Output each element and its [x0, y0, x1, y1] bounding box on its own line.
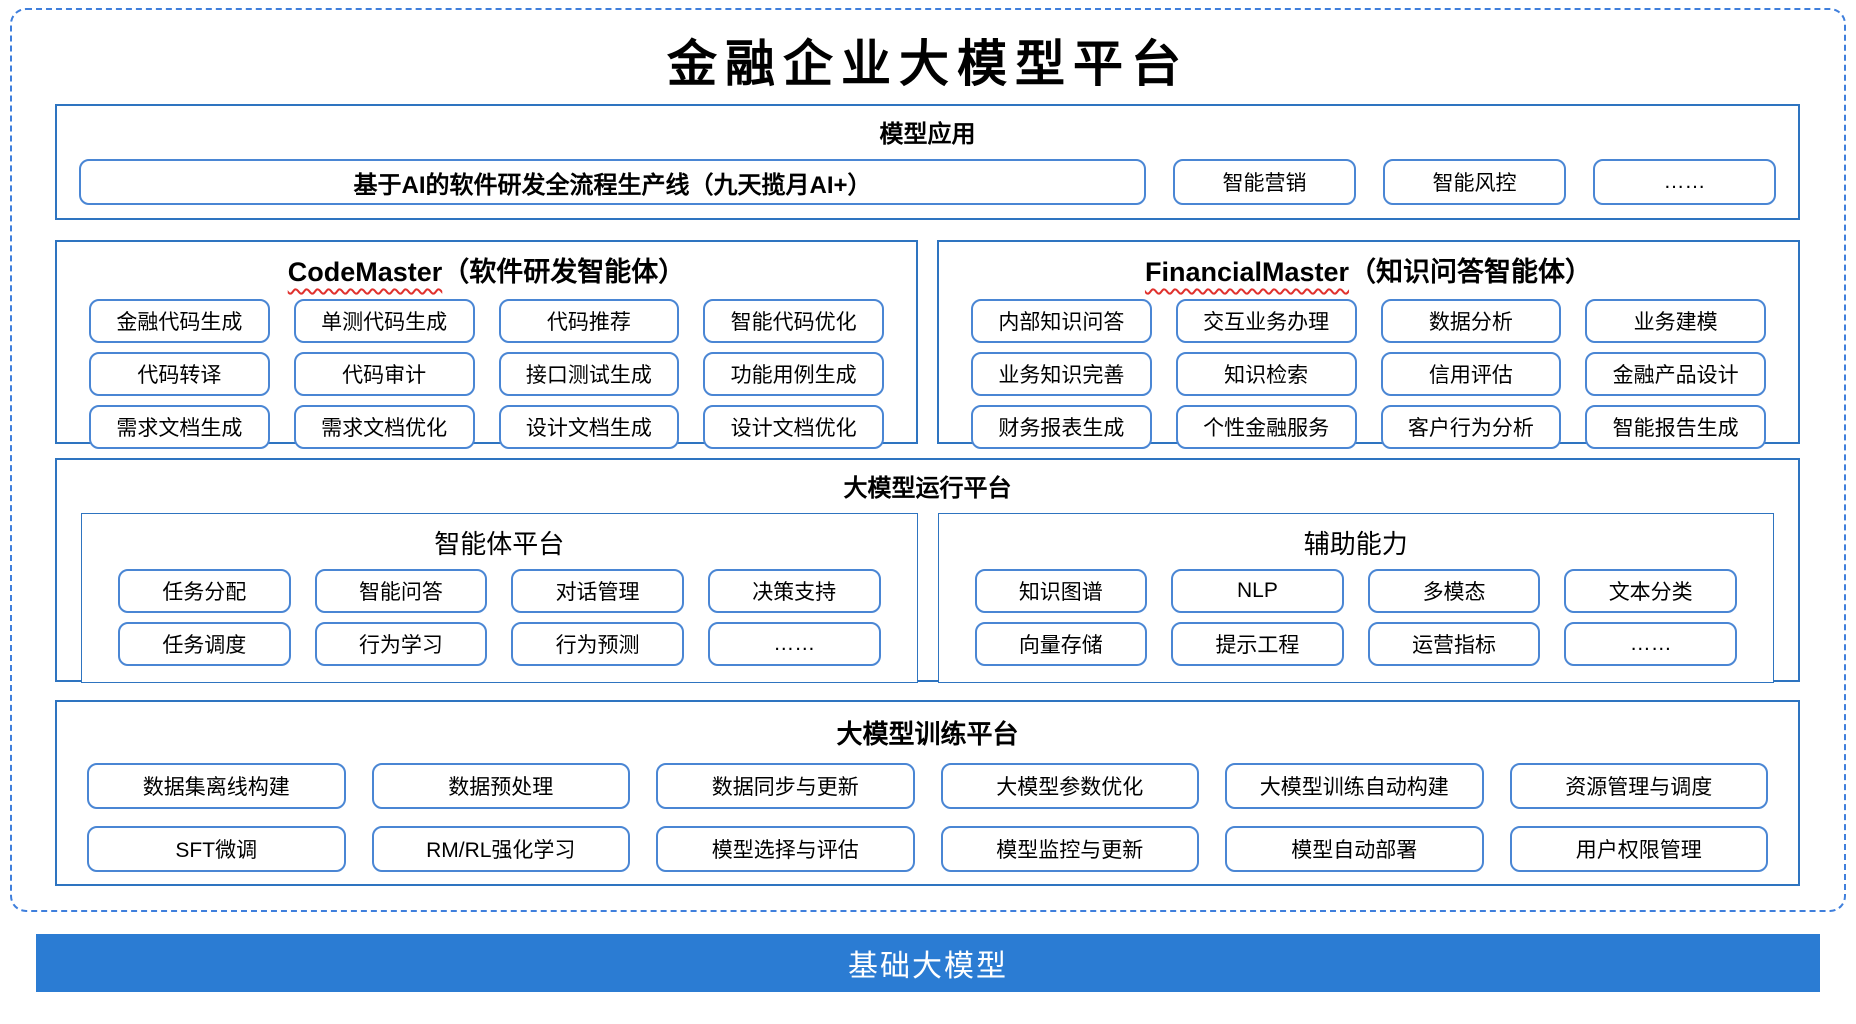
- feature-box: 行为预测: [511, 622, 684, 666]
- codemaster-pill-grid: 金融代码生成单测代码生成代码推荐智能代码优化代码转译代码审计接口测试生成功能用例…: [57, 297, 916, 463]
- feature-box: 金融产品设计: [1585, 352, 1766, 396]
- feature-box: 数据预处理: [371, 763, 630, 809]
- section-runtime-platform: 大模型运行平台 智能体平台 任务分配智能问答对话管理决策支持任务调度行为学习行为…: [55, 458, 1800, 683]
- agent-platform-header: 智能体平台: [434, 529, 565, 559]
- feature-box: 需求文档优化: [293, 405, 475, 449]
- feature-box: 智能风控: [1383, 159, 1566, 205]
- model-app-pill-list: 智能营销智能风控 ……: [1173, 159, 1776, 205]
- feature-box: 个性金融服务: [1175, 405, 1357, 449]
- runtime-sub-row: 智能体平台 任务分配智能问答对话管理决策支持任务调度行为学习行为预测 …… 辅助能…: [57, 503, 1798, 699]
- feature-box: NLP: [1171, 569, 1344, 613]
- runtime-platform-header: 大模型运行平台: [843, 475, 1012, 502]
- feature-box: 接口测试生成: [498, 352, 680, 396]
- feature-box: 客户行为分析: [1380, 405, 1562, 449]
- feature-box: 决策支持: [707, 569, 881, 613]
- subsection-agent-platform: 智能体平台 任务分配智能问答对话管理决策支持任务调度行为学习行为预测 ……: [81, 513, 918, 683]
- feature-box: 多模态: [1367, 569, 1541, 613]
- feature-box: 任务调度: [118, 622, 291, 666]
- feature-box: 模型自动部署: [1225, 826, 1484, 872]
- feature-box: 数据分析: [1380, 299, 1562, 343]
- auxiliary-pill-grid: 知识图谱 NLP 多模态文本分类向量存储提示工程运营指标 ……: [939, 567, 1774, 682]
- feature-box: ……: [1564, 622, 1737, 666]
- section-training-platform: 大模型训练平台 数据集离线构建数据预处理数据同步与更新大模型参数优化大模型训练自…: [55, 700, 1800, 886]
- feature-box: 代码审计: [293, 352, 475, 396]
- training-platform-header: 大模型训练平台: [836, 719, 1019, 749]
- feature-box: 内部知识问答: [971, 299, 1152, 343]
- agent-platform-pill-grid: 任务分配智能问答对话管理决策支持任务调度行为学习行为预测 ……: [82, 567, 917, 682]
- feature-box: 任务分配: [118, 569, 291, 613]
- feature-box: 设计文档优化: [703, 405, 884, 449]
- codemaster-title-cn: （软件研发智能体）: [442, 257, 686, 287]
- feature-box: 智能报告生成: [1585, 405, 1766, 449]
- section-model-applications: 模型应用 基于AI的软件研发全流程生产线（九天揽月AI+） 智能营销智能风控 ……: [55, 104, 1800, 220]
- feature-box: ……: [1593, 159, 1776, 205]
- feature-box: 智能代码优化: [703, 299, 884, 343]
- feature-box: 数据集离线构建: [87, 763, 346, 809]
- section-codemaster: CodeMaster（软件研发智能体） 金融代码生成单测代码生成代码推荐智能代码…: [55, 240, 918, 449]
- feature-box: 对话管理: [511, 569, 684, 613]
- financialmaster-title-en: FinancialMaster: [1144, 257, 1350, 287]
- feature-box: 设计文档生成: [498, 405, 680, 449]
- auxiliary-capabilities-header: 辅助能力: [1303, 529, 1408, 559]
- feature-box: 智能问答: [314, 569, 488, 613]
- codemaster-header: CodeMaster（软件研发智能体）: [57, 250, 916, 289]
- feature-box: 用户权限管理: [1509, 826, 1768, 872]
- foundation-model-label: 基础大模型: [848, 950, 1008, 983]
- feature-box: SFT微调: [87, 826, 346, 872]
- feature-box: 资源管理与调度: [1509, 763, 1768, 809]
- feature-box: 模型监控与更新: [940, 826, 1199, 872]
- feature-box: 业务知识完善: [971, 352, 1152, 396]
- feature-box: ……: [707, 622, 881, 666]
- feature-box: 大模型训练自动构建: [1225, 763, 1484, 809]
- feature-box: 代码转译: [89, 352, 270, 396]
- feature-box: 智能营销: [1173, 159, 1356, 205]
- section-financialmaster: FinancialMaster（知识问答智能体） 内部知识问答交互业务办理数据分…: [937, 240, 1800, 449]
- feature-box: 业务建模: [1585, 299, 1766, 343]
- page-title: 金融企业大模型平台: [667, 36, 1189, 92]
- section-model-applications-header: 模型应用: [879, 121, 976, 148]
- financialmaster-header: FinancialMaster（知识问答智能体）: [939, 250, 1798, 289]
- feature-box: 金融代码生成: [89, 299, 270, 343]
- codemaster-title-en: CodeMaster: [287, 257, 443, 287]
- feature-box: 信用评估: [1380, 352, 1562, 396]
- subsection-auxiliary-capabilities: 辅助能力 知识图谱 NLP 多模态文本分类向量存储提示工程运营指标 ……: [937, 513, 1774, 683]
- feature-box: 运营指标: [1367, 622, 1541, 666]
- feature-box: 行为学习: [314, 622, 488, 666]
- section-agents-row: CodeMaster（软件研发智能体） 金融代码生成单测代码生成代码推荐智能代码…: [55, 240, 1800, 449]
- financialmaster-pill-grid: 内部知识问答交互业务办理数据分析业务建模业务知识完善知识检索信用评估金融产品设计…: [939, 297, 1798, 463]
- training-pill-grid: 数据集离线构建数据预处理数据同步与更新大模型参数优化大模型训练自动构建资源管理与…: [57, 751, 1798, 890]
- feature-box: 单测代码生成: [293, 299, 475, 343]
- feature-box: 知识检索: [1175, 352, 1357, 396]
- feature-box: 知识图谱: [974, 569, 1148, 613]
- feature-box: 功能用例生成: [703, 352, 884, 396]
- feature-box: 提示工程: [1171, 622, 1344, 666]
- feature-box: 数据同步与更新: [656, 763, 915, 809]
- feature-box: 财务报表生成: [971, 405, 1152, 449]
- feature-box: 需求文档生成: [89, 405, 270, 449]
- feature-box: 模型选择与评估: [656, 826, 915, 872]
- financialmaster-title-cn: （知识问答智能体）: [1349, 257, 1593, 287]
- outer-dashed-border: [10, 8, 1846, 912]
- foundation-model-bar: 基础大模型: [36, 934, 1820, 992]
- feature-box: 交互业务办理: [1175, 299, 1357, 343]
- feature-box: 代码推荐: [498, 299, 680, 343]
- feature-box: RM/RL强化学习: [371, 826, 630, 872]
- feature-box: 向量存储: [974, 622, 1148, 666]
- feature-box: 文本分类: [1564, 569, 1737, 613]
- feature-box: 大模型参数优化: [940, 763, 1199, 809]
- model-app-main-pill: 基于AI的软件研发全流程生产线（九天揽月AI+）: [79, 159, 1146, 205]
- model-applications-row: 基于AI的软件研发全流程生产线（九天揽月AI+） 智能营销智能风控 ……: [57, 149, 1798, 205]
